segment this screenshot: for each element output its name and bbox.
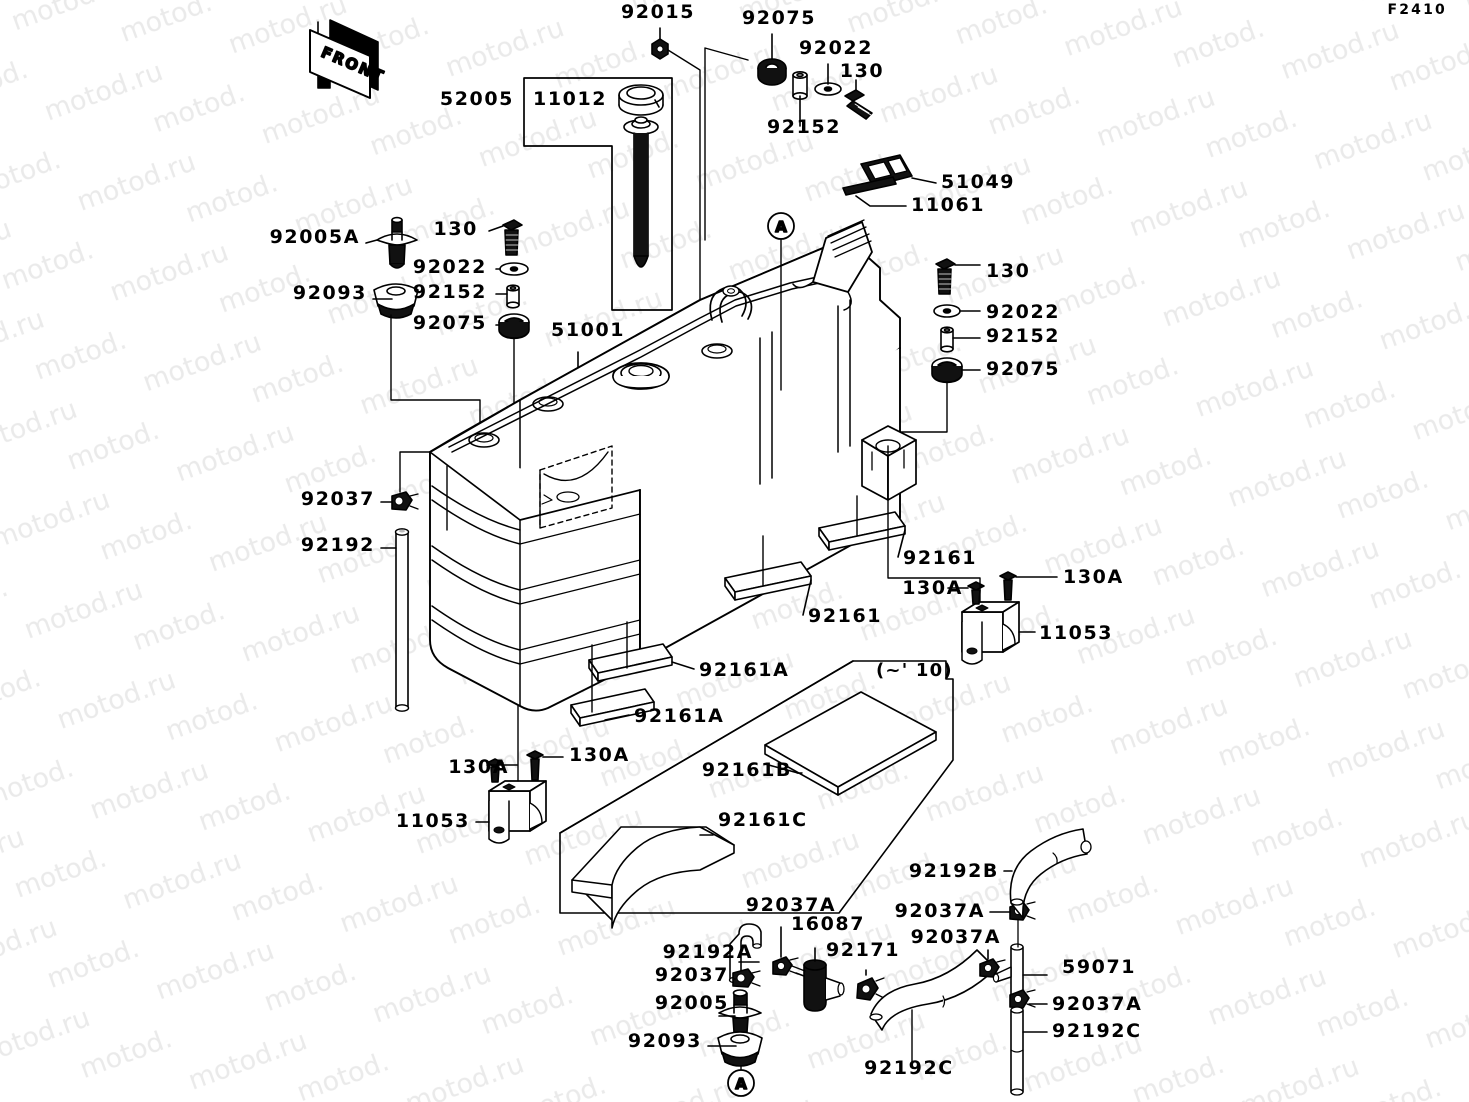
part-label-130-left: 130	[433, 218, 478, 240]
part-label-51001: 51001	[551, 319, 626, 341]
part-92037-clip	[391, 491, 419, 511]
part-92005A-stud	[376, 216, 418, 269]
part-label-51049: 51049	[941, 171, 1016, 193]
part-11053-bracket-front	[488, 780, 547, 844]
part-label-92161A-1: 92161A	[699, 659, 790, 681]
part-label-16087: 16087	[790, 913, 866, 935]
part-130-right-bolt	[935, 258, 956, 295]
leader-92005A	[365, 239, 378, 244]
part-label-92005-bottom: 92005	[654, 992, 729, 1014]
part-92192C-hose-curved	[869, 949, 997, 1031]
part-label-11012: 11012	[533, 88, 608, 110]
part-label-11053-rear: 11053	[1039, 622, 1114, 644]
part-130A-bolt-r1	[967, 581, 985, 605]
part-label-92161C: 92161C	[718, 809, 808, 831]
part-label-92171: 92171	[825, 939, 901, 961]
part-label-92075-left: 92075	[412, 312, 487, 334]
part-92022-left-washer	[499, 262, 529, 276]
part-label-130A-r2: 130A	[1063, 566, 1124, 588]
part-11053-bracket-rear	[961, 601, 1020, 665]
tank-side-bracket	[861, 425, 917, 501]
leader-tank-top-left	[704, 47, 749, 241]
part-92192C-hose-straight	[1010, 1006, 1024, 1096]
part-label-92093: 92093	[292, 282, 367, 304]
part-label-130-right: 130	[986, 260, 1031, 282]
part-92037-clip-bottom	[732, 968, 761, 988]
leader-130-left	[488, 225, 504, 232]
part-label-92037-left: 92037	[300, 488, 375, 510]
part-label-92152-left: 92152	[412, 281, 487, 303]
part-92075-left-damper	[498, 313, 530, 340]
part-fuel-gauge-rod	[623, 116, 659, 268]
part-130-left-bolt	[502, 219, 523, 256]
part-label-92037-bottom: 92037	[654, 964, 729, 986]
part-label-11061: 11061	[911, 194, 986, 216]
part-label-92037A-2: 92037A	[910, 926, 1001, 948]
part-label-92161B: 92161B	[701, 759, 792, 781]
part-92192B-hose	[1009, 828, 1092, 919]
part-label-92037A-3: 92037A	[894, 900, 985, 922]
part-92075-top-damper	[757, 58, 787, 86]
part-label-92192B: 92192B	[908, 860, 999, 882]
part-label-92093-bottom: 92093	[627, 1030, 702, 1052]
part-51001-fuel-tank	[429, 244, 901, 712]
part-label-92022-top: 92022	[798, 37, 874, 59]
part-92192-hose	[394, 528, 410, 712]
part-label-11053-front: 11053	[395, 810, 470, 832]
part-label-92152-top: 92152	[766, 116, 842, 138]
part-label-92152-right: 92152	[986, 325, 1061, 347]
part-label-59071: 59071	[1062, 956, 1137, 978]
leader-11061	[855, 195, 907, 207]
leader-92037-left-b	[399, 451, 431, 493]
part-92093-grommet-bottom	[717, 1031, 763, 1067]
part-label-92022-right: 92022	[986, 301, 1061, 323]
part-92152-left-collar	[506, 284, 520, 309]
part-label-130A-r1: 130A	[902, 577, 963, 599]
part-label-92192A: 92192A	[662, 941, 753, 963]
part-label-92075-top: 92075	[741, 7, 817, 29]
leader-92161A-1	[671, 661, 695, 670]
part-label-92161-1: 92161	[903, 547, 978, 569]
part-label-92192C-curved: 92192C	[864, 1057, 954, 1079]
part-label-92161-2: 92161	[808, 605, 883, 627]
detail-marker-A-top: A	[767, 212, 795, 240]
part-92075-right-damper	[931, 357, 963, 384]
part-92037A-clip-1	[772, 956, 799, 976]
part-92015-nut	[651, 38, 669, 60]
part-label-52005: 52005	[439, 88, 514, 110]
part-label-92015: 92015	[620, 1, 696, 23]
leader-filter-inlet	[791, 965, 806, 972]
sheet-code: F2410	[1387, 2, 1447, 18]
section-note-upto-2010: (~' 10)	[876, 660, 953, 681]
part-92152-right-collar	[940, 326, 954, 353]
part-label-92005A: 92005A	[269, 226, 360, 248]
leader-92075-right-b	[899, 381, 948, 433]
part-label-130A-f2: 130A	[569, 744, 630, 766]
part-92022-right-washer	[933, 304, 961, 318]
part-92152-top-collar	[792, 71, 808, 101]
svg-text:A: A	[735, 1075, 747, 1093]
part-92171-clamp	[856, 977, 885, 1001]
part-label-92192: 92192	[300, 534, 375, 556]
part-label-92022-left: 92022	[412, 256, 487, 278]
part-130A-bolt-f2	[526, 750, 544, 781]
front-arrow-icon: FRONT	[309, 19, 388, 99]
part-label-92192C-straight: 92192C	[1052, 1020, 1142, 1042]
detail-marker-A-bottom: A	[727, 1069, 755, 1097]
part-label-130A-f1: 130A	[448, 756, 509, 778]
part-label-92075-right: 92075	[986, 358, 1061, 380]
part-16087-fuel-filter	[795, 959, 845, 1012]
part-130A-bolt-r2	[999, 571, 1017, 601]
part-label-92161A-2: 92161A	[634, 705, 725, 727]
part-label-130-top: 130	[839, 60, 885, 82]
kit-box-52005	[523, 77, 673, 311]
part-label-92037A-4: 92037A	[1052, 993, 1143, 1015]
part-92093-grommet	[373, 283, 419, 319]
leader-51049	[911, 177, 937, 184]
part-11012-cap	[618, 84, 664, 116]
part-130-top-bolt	[844, 89, 873, 120]
svg-text:A: A	[775, 218, 787, 236]
